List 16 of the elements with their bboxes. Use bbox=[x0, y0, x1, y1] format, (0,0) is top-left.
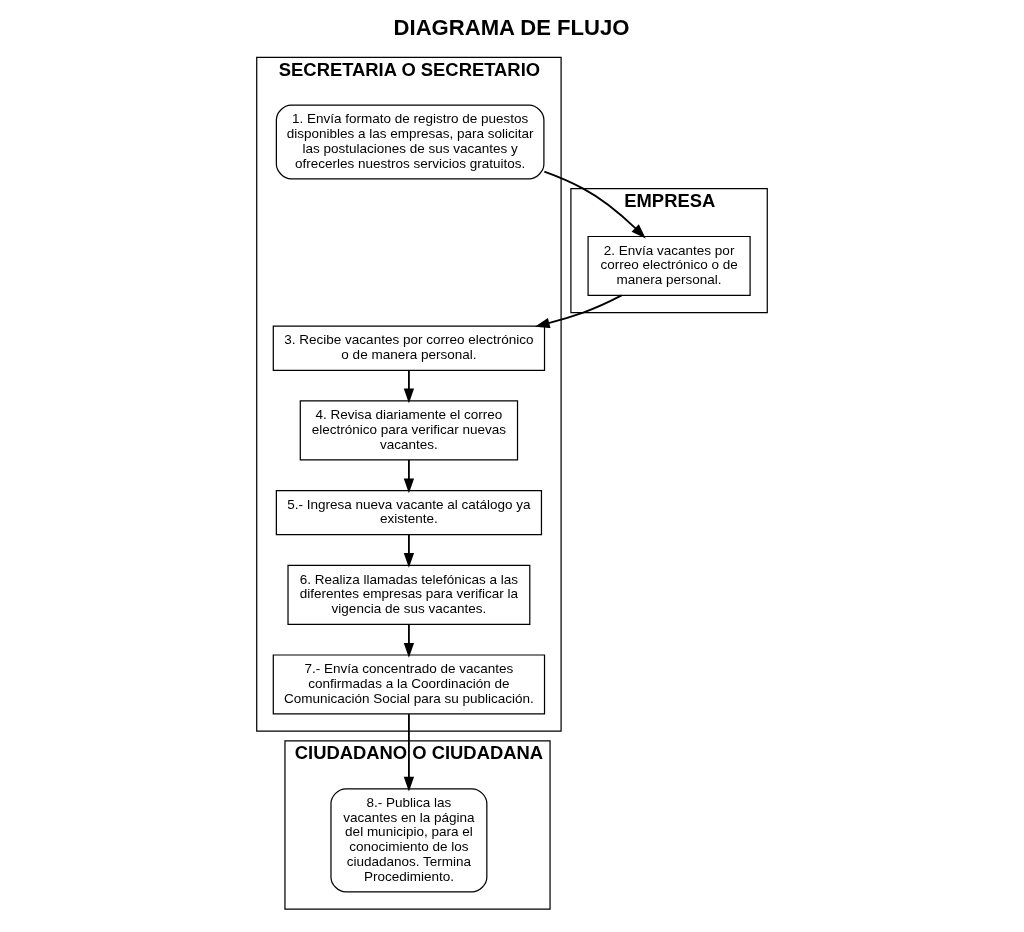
arrow bbox=[403, 623, 415, 658]
node-box: 6. Realiza llamadas telefónicas a las diferentes empresas para verificar la vigencia de sus vacantes. bbox=[287, 564, 531, 625]
arrow bbox=[403, 369, 415, 404]
node-box: 1. Envía formato de registro de puestos disponibles a las empresas, para solicitar las postulaciones de sus vacantes y ofrecerles nuestros servicios gratuitos. bbox=[275, 104, 545, 180]
arrow bbox=[534, 294, 623, 329]
arrow bbox=[403, 713, 415, 792]
node-box: 5.- Ingresa nueva vacante al catálogo ya existente. bbox=[275, 489, 543, 536]
node-box: 8.- Publica las vacantes en la página del municipio, para el conocimiento de los ciudadanos. Termina Procedimiento. bbox=[330, 788, 488, 893]
arrow bbox=[543, 170, 646, 239]
node-box: 7.- Envía concentrado de vacantes confirmadas a la Coordinación de Comunicación Social para su publicación. bbox=[272, 654, 546, 715]
arrow bbox=[403, 459, 415, 494]
diagram-title: DIAGRAMA DE FLUJO bbox=[393, 14, 630, 40]
node-box: 4. Revisa diariamente el correo electrónico para verificar nuevas vacantes. bbox=[299, 400, 519, 461]
arrow bbox=[403, 533, 415, 568]
node-box: 3. Recibe vacantes por correo electrónico o de manera personal. bbox=[272, 325, 546, 371]
node-box: 2. Envía vacantes por correo electrónico o de manera personal. bbox=[587, 235, 751, 297]
